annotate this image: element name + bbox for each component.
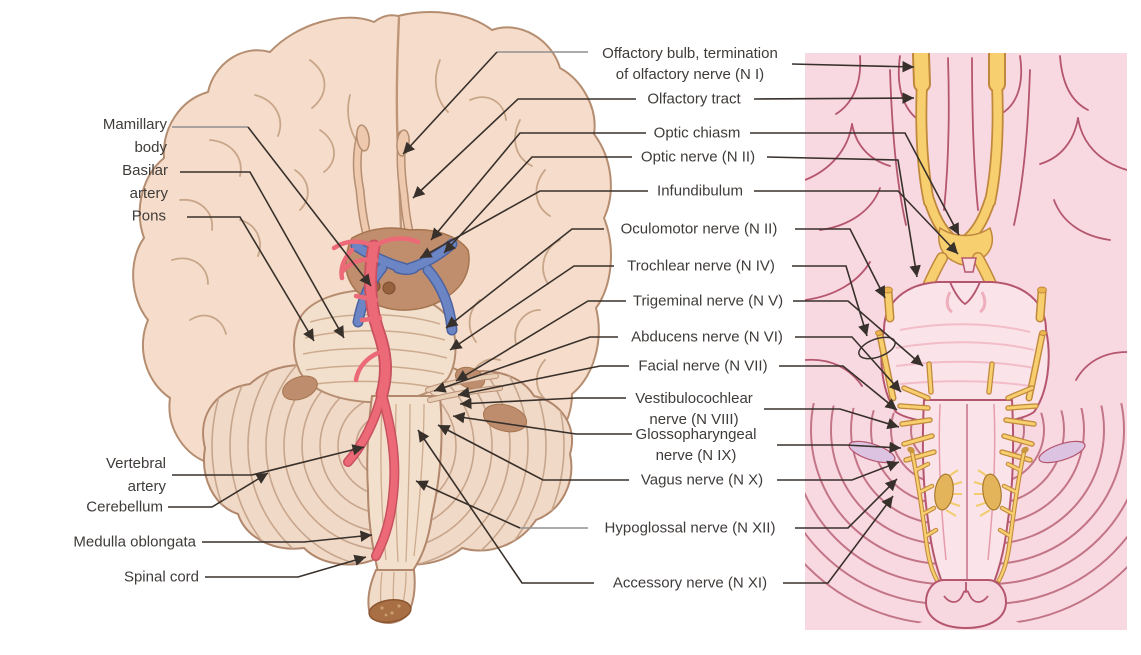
cranial-nerve-schematic [805, 53, 1127, 630]
schematic-olives [934, 469, 1002, 517]
schematic-nerve-stubs [875, 286, 1047, 402]
brain-inferior-illustration [132, 11, 612, 624]
flocculus-right [1038, 440, 1086, 464]
cerebral-sulci [171, 16, 561, 431]
schematic-rootlets [897, 385, 1039, 463]
schematic-gyri [805, 55, 1127, 387]
schematic-spinal-cord [924, 579, 1008, 630]
leader-lines [168, 51, 960, 584]
schematic-infundibulum [961, 257, 977, 273]
spinal-cord-shape [367, 569, 416, 624]
schematic-pons [880, 281, 1050, 425]
basilar-vertebral-arteries [331, 236, 421, 561]
schematic-accessory-nerves [907, 446, 1029, 587]
